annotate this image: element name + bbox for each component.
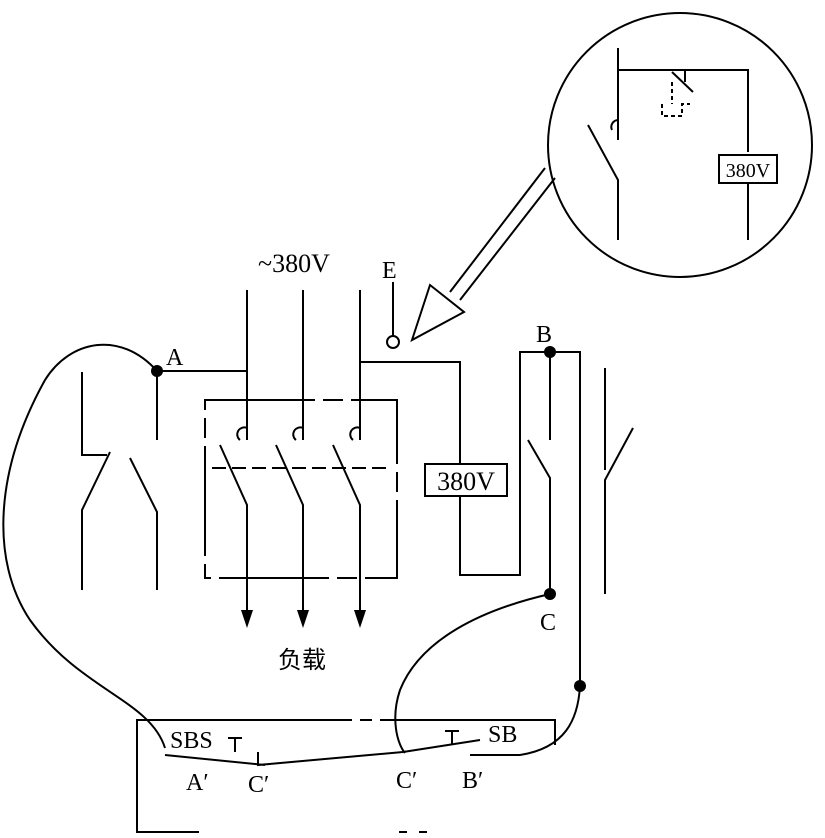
term-a-prime: A′ xyxy=(186,770,209,796)
term-b-prime: B′ xyxy=(462,768,483,794)
inset-detail: 380V xyxy=(547,12,813,278)
term-c-prime-left: C′ xyxy=(248,772,269,798)
button-sb-label: SB xyxy=(488,722,517,748)
node-a-label: A xyxy=(166,345,184,371)
left-switch-group xyxy=(81,371,158,590)
pole-hook-2 xyxy=(292,426,304,441)
right-switch xyxy=(604,368,634,594)
push-button-panel: SBS A′ C′ SB C′ B′ xyxy=(136,719,556,833)
inset-contact xyxy=(617,48,694,140)
load-arrow-1 xyxy=(241,610,253,628)
wire-phase3-to-meter xyxy=(360,361,461,464)
wire-meter-to-b xyxy=(459,351,581,686)
node-c-label: C xyxy=(540,610,556,636)
panel-enclosure xyxy=(136,719,556,833)
inset-supply-line xyxy=(685,69,749,152)
button-sbs-symbol xyxy=(228,737,242,752)
switch-b-c xyxy=(527,352,551,594)
sb-contact xyxy=(402,739,481,753)
pointer-arrow-shaft xyxy=(449,167,556,301)
pointer-arrow-head xyxy=(410,283,466,343)
voltmeter-label: 380V xyxy=(437,467,495,496)
inset-switch-hook xyxy=(610,119,619,131)
pole-hook-3 xyxy=(349,426,361,441)
breaker-enclosure xyxy=(204,399,398,579)
inset-switch-blade xyxy=(587,124,619,240)
ground-terminal xyxy=(386,335,400,349)
pole-blade-2 xyxy=(275,444,304,612)
button-sb-symbol xyxy=(445,730,459,745)
pointer-arrow xyxy=(410,167,556,343)
load-label: 负载 xyxy=(278,646,326,674)
button-sbs-label: SBS xyxy=(170,728,213,754)
node-b-label: B xyxy=(536,322,552,348)
supply-label: ~380V xyxy=(258,249,330,278)
pole-blade-1 xyxy=(219,444,248,612)
wire-a-loop-to-sbs xyxy=(2,343,166,749)
wire-junction-to-sb xyxy=(519,685,581,756)
three-pole-breaker xyxy=(204,399,398,628)
inset-button-symbol xyxy=(661,82,690,117)
ground-label: E xyxy=(382,258,397,284)
left-switch-2 xyxy=(129,371,158,590)
inset-voltmeter-label: 380V xyxy=(726,160,771,182)
inset-circle xyxy=(547,12,813,278)
sbs-contact xyxy=(164,751,404,767)
load-arrow-2 xyxy=(297,610,309,628)
pole-hook-1 xyxy=(236,426,248,441)
term-c-prime-right: C′ xyxy=(396,768,417,794)
load-arrow-3 xyxy=(354,610,366,628)
wire-c-to-c-prime xyxy=(394,593,551,754)
pole-blade-3 xyxy=(332,444,361,612)
voltmeter-box xyxy=(424,463,508,497)
left-switch-1 xyxy=(81,372,111,590)
